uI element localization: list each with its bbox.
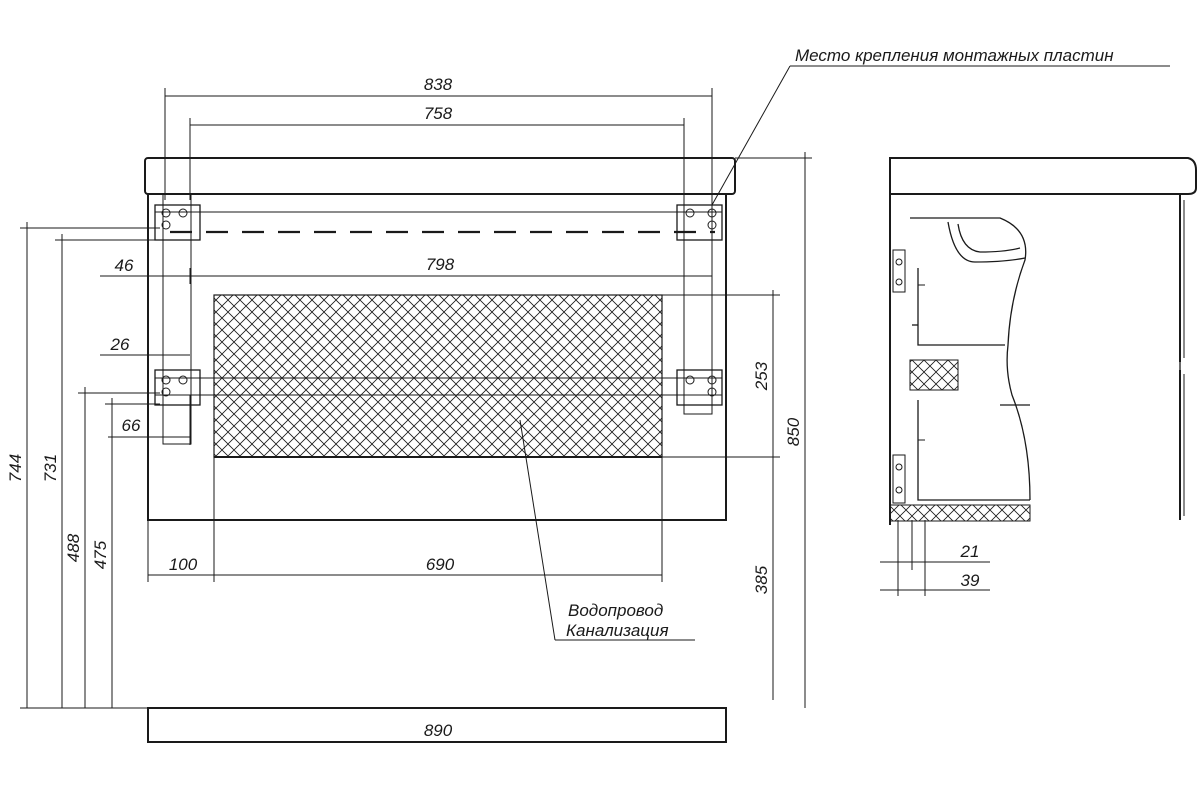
- dim-66: 66: [122, 416, 141, 435]
- dim-731: 731: [41, 454, 60, 482]
- dim-744: 744: [6, 454, 25, 482]
- lower-drawer: [917, 400, 1030, 501]
- plumbing-zone: [213, 294, 663, 458]
- dimensions-front: [20, 65, 1170, 743]
- countertop: [144, 157, 736, 195]
- dim-475: 475: [91, 540, 110, 569]
- dim-39: 39: [961, 571, 980, 590]
- screws: [161, 208, 717, 397]
- label-sewage: Канализация: [566, 621, 669, 640]
- plate-lower-right: [676, 369, 723, 406]
- dim-798: 798: [426, 255, 455, 274]
- cabinet-body: [147, 193, 727, 521]
- dim-690: 690: [426, 555, 455, 574]
- front-view: [144, 157, 736, 743]
- right-rail: [683, 193, 713, 415]
- side-countertop: [889, 157, 1197, 195]
- plate-upper-left: [154, 204, 201, 241]
- dim-26: 26: [110, 335, 130, 354]
- dim-100: 100: [169, 555, 198, 574]
- plate-upper-right: [676, 204, 723, 241]
- dim-488: 488: [64, 533, 83, 562]
- label-water-supply: Водопровод: [568, 601, 663, 620]
- side-view: [880, 157, 1197, 596]
- label-mounting-plates: Место крепления монтажных пластин: [795, 46, 1114, 65]
- dim-46: 46: [115, 256, 134, 275]
- dim-385: 385: [752, 565, 771, 594]
- dim-21: 21: [960, 542, 980, 561]
- dim-890: 890: [424, 721, 453, 740]
- plate-lower-left: [154, 369, 201, 406]
- dim-838: 838: [424, 75, 453, 94]
- dim-850: 850: [784, 417, 803, 446]
- left-rail: [162, 193, 192, 445]
- basin-curve: [910, 217, 1031, 501]
- upper-drawer: [917, 268, 1005, 346]
- dim-253: 253: [752, 361, 771, 391]
- dim-758: 758: [424, 104, 453, 123]
